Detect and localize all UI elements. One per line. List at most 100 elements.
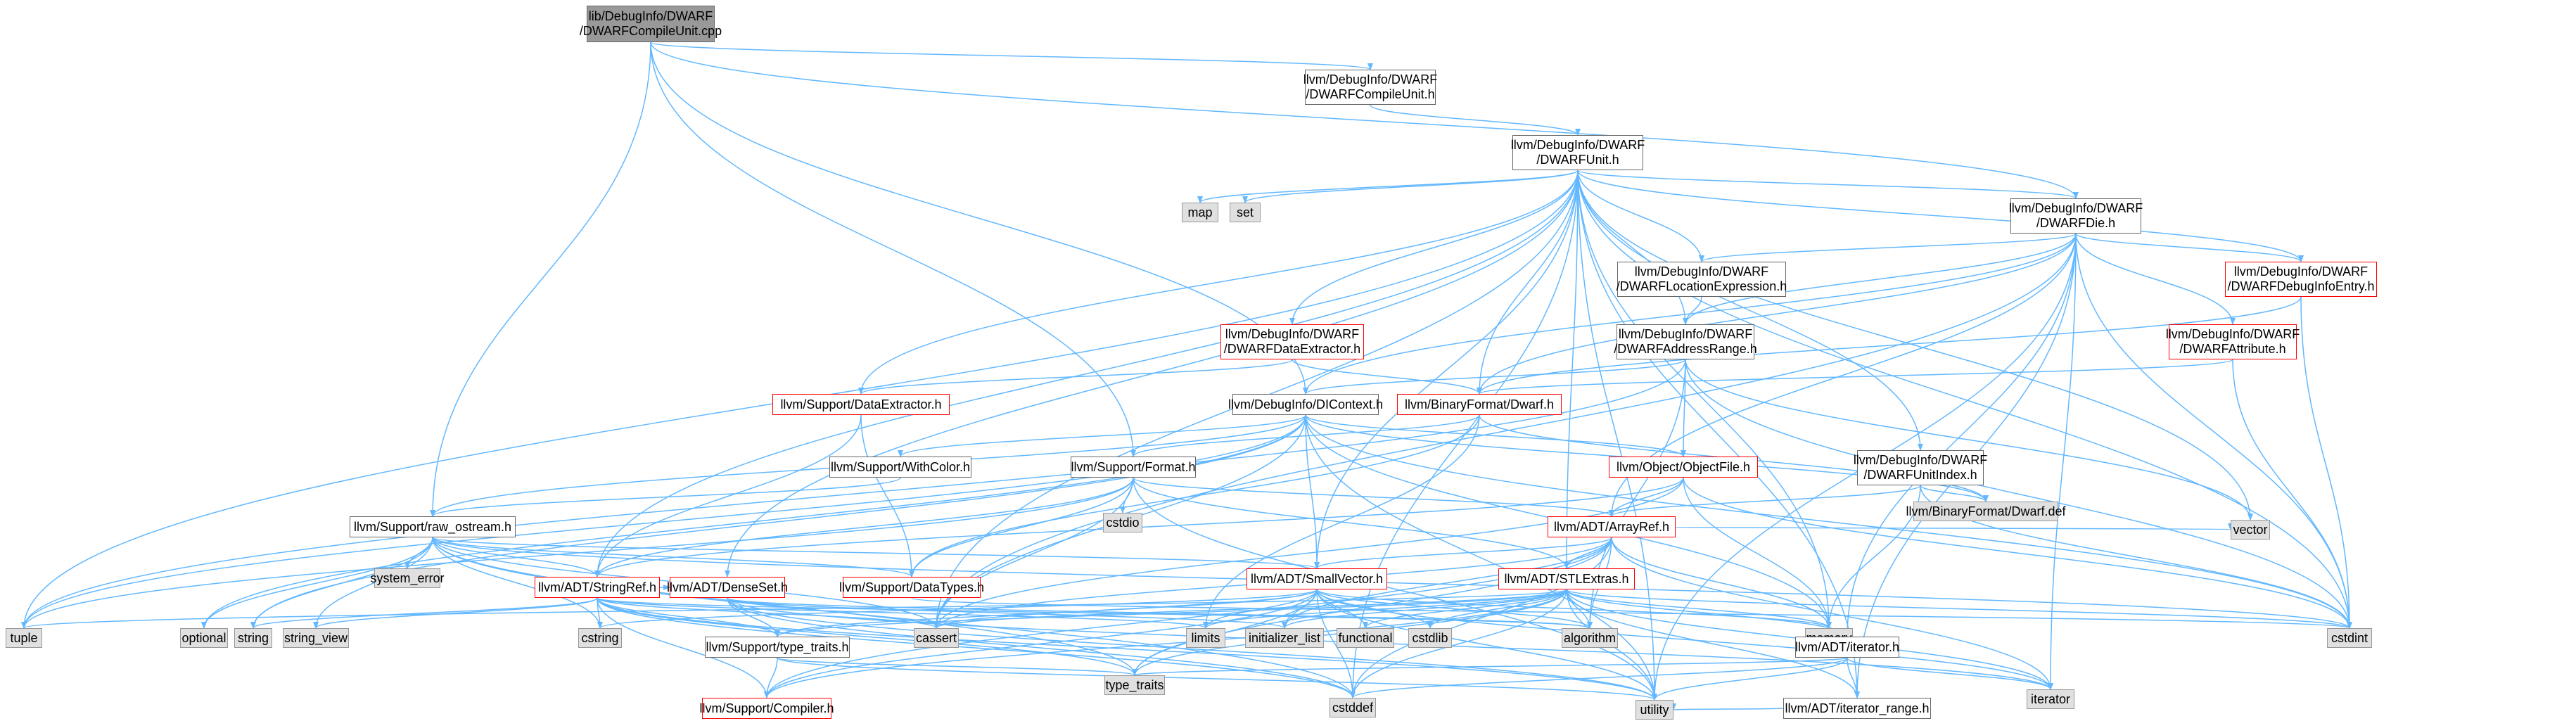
edge-string-ref-h-to-compiler-h <box>597 597 770 698</box>
node-optional[interactable]: optional <box>180 628 228 648</box>
node-data-extractor-h[interactable]: llvm/Support/DataExtractor.h <box>772 394 950 415</box>
edge-dwarf-unit-h-to-string-ref-h <box>594 170 1579 578</box>
node-dwarf-address-range-h[interactable]: llvm/DebugInfo/DWARF /DWARFAddressRange.… <box>1614 324 1757 359</box>
node-dwarf-debug-info-entry-h[interactable]: llvm/DebugInfo/DWARF /DWARFDebugInfoEntr… <box>2225 262 2377 297</box>
edge-raw-ostream-h-to-optional <box>201 537 433 629</box>
node-string-ref-h[interactable]: llvm/ADT/StringRef.h <box>535 577 660 598</box>
edge-root-file-to-dwarf-die-h <box>650 42 2079 199</box>
edge-root-file-to-raw-ostream-h <box>430 42 651 517</box>
edge-dwarf-location-expression-h-to-dwarf-address-range-h <box>1683 296 1702 325</box>
node-object-file-h[interactable]: llvm/Object/ObjectFile.h <box>1609 457 1758 478</box>
node-dwarf-unit-h[interactable]: llvm/DebugInfo/DWARF /DWARFUnit.h <box>1511 135 1645 170</box>
node-cstdio[interactable]: cstdio <box>1103 513 1142 532</box>
edge-dwarf-die-h-to-dwarf-address-range-h <box>1683 233 2077 325</box>
edge-string-ref-h-to-utility <box>597 597 1657 701</box>
edge-dwarf-die-h-to-binaryformat-dwarf-h <box>1477 233 2077 395</box>
edge-raw-ostream-h-to-cstring <box>432 537 603 629</box>
edge-stl-extras-h-to-functional <box>1363 589 1567 629</box>
node-map[interactable]: map <box>1182 203 1218 222</box>
edge-dwarf-unit-h-to-dwarf-unit-index-h <box>1577 170 1923 451</box>
node-data-types-h[interactable]: llvm/Support/DataTypes.h <box>839 577 984 598</box>
edge-stl-extras-h-to-cstddef <box>1350 589 1567 698</box>
edge-format-h-to-cassert <box>933 477 1134 629</box>
edge-object-file-h-to-cassert <box>933 477 1684 629</box>
edge-raw-ostream-h-to-small-vector-h <box>432 537 1320 569</box>
edge-string-ref-h-to-cstddef <box>597 597 1356 698</box>
node-initializer-list[interactable]: initializer_list <box>1245 628 1324 648</box>
edge-object-file-h-to-memory <box>1683 477 1832 629</box>
node-iterator-h[interactable]: llvm/ADT/iterator.h <box>1795 637 1899 658</box>
node-small-vector-h[interactable]: llvm/ADT/SmallVector.h <box>1246 568 1387 589</box>
edge-dicontext-h-to-cstdint <box>1305 414 2352 629</box>
edge-stl-extras-h-to-tuple <box>21 589 1567 629</box>
edge-dwarf-die-h-to-cstdint <box>2075 233 2352 629</box>
node-cstring[interactable]: cstring <box>578 628 622 648</box>
node-binaryformat-dwarf-h[interactable]: llvm/BinaryFormat/Dwarf.h <box>1397 394 1562 415</box>
node-compiler-h[interactable]: llvm/Support/Compiler.h <box>699 698 834 719</box>
edge-object-file-h-to-cstdint <box>1683 477 2352 629</box>
node-system-error[interactable]: system_error <box>370 568 445 588</box>
edge-dwarf-unit-h-to-data-extractor-h <box>858 170 1579 395</box>
edge-small-vector-h-to-cassert <box>933 589 1318 629</box>
edge-string-ref-h-to-cstring <box>597 597 603 629</box>
edge-format-h-to-utility <box>1133 477 1657 701</box>
edge-raw-ostream-h-to-type-traits <box>432 537 1137 676</box>
edge-binaryformat-dwarf-h-to-data-types-h <box>909 414 1480 578</box>
edge-format-h-to-string-ref-h <box>594 477 1134 578</box>
edge-small-vector-h-to-utility <box>1316 589 1657 701</box>
edge-dwarf-unit-index-h-to-binaryformat-dwarf-def <box>1920 485 1989 502</box>
node-array-ref-h[interactable]: llvm/ADT/ArrayRef.h <box>1548 516 1676 537</box>
node-cstdint[interactable]: cstdint <box>2327 628 2372 648</box>
edge-array-ref-h-to-memory <box>1611 537 1832 629</box>
node-iterator-range-h[interactable]: llvm/ADT/iterator_range.h <box>1783 698 1931 719</box>
node-cstddef[interactable]: cstddef <box>1330 698 1376 717</box>
edge-stl-extras-h-to-initializer-list <box>1282 589 1567 629</box>
edge-dwarf-unit-h-to-set <box>1242 170 1579 203</box>
node-type-traits[interactable]: type_traits <box>1104 675 1165 695</box>
edge-dwarf-unit-index-h-to-array-ref-h <box>1609 485 1921 517</box>
edge-dwarf-compile-unit-h-to-dwarf-unit-h <box>1370 104 1581 136</box>
node-type-traits-h[interactable]: llvm/Support/type_traits.h <box>705 637 850 658</box>
node-dwarf-compile-unit-h[interactable]: llvm/DebugInfo/DWARF /DWARFCompileUnit.h <box>1303 70 1437 105</box>
node-dicontext-h[interactable]: llvm/DebugInfo/DIContext.h <box>1228 394 1383 415</box>
node-string-view[interactable]: string_view <box>283 628 349 648</box>
edge-small-vector-h-to-type-traits <box>1132 589 1318 676</box>
edge-stl-extras-h-to-cassert <box>933 589 1567 629</box>
node-dwarf-unit-index-h[interactable]: llvm/DebugInfo/DWARF /DWARFUnitIndex.h <box>1854 450 1987 485</box>
node-dwarf-data-extractor-h[interactable]: llvm/DebugInfo/DWARF /DWARFDataExtractor… <box>1220 324 1364 359</box>
node-set[interactable]: set <box>1230 203 1261 222</box>
node-algorithm[interactable]: algorithm <box>1562 628 1618 648</box>
edge-dicontext-h-to-object-file-h <box>1305 414 1686 457</box>
edge-dwarf-unit-h-to-memory <box>1577 170 1832 629</box>
node-stl-extras-h[interactable]: llvm/ADT/STLExtras.h <box>1498 568 1635 589</box>
node-dwarf-die-h[interactable]: llvm/DebugInfo/DWARF /DWARFDie.h <box>2009 198 2143 234</box>
node-tuple[interactable]: tuple <box>6 628 42 648</box>
node-cassert[interactable]: cassert <box>914 628 959 648</box>
edge-iterator-h-to-utility <box>1652 657 1848 701</box>
node-with-color-h[interactable]: llvm/Support/WithColor.h <box>829 457 971 478</box>
node-limits[interactable]: limits <box>1186 628 1225 648</box>
node-dwarf-location-expression-h[interactable]: llvm/DebugInfo/DWARF /DWARFLocationExpre… <box>1617 262 1787 297</box>
edge-dwarf-unit-h-to-small-vector-h <box>1314 170 1579 569</box>
edge-string-ref-h-to-string <box>250 597 598 629</box>
node-cstdlib[interactable]: cstdlib <box>1408 628 1452 648</box>
node-string[interactable]: string <box>234 628 272 648</box>
node-binaryformat-dwarf-def[interactable]: llvm/BinaryFormat/Dwarf.def <box>1906 502 2066 521</box>
node-functional[interactable]: functional <box>1337 628 1394 648</box>
node-dwarf-attribute-h[interactable]: llvm/DebugInfo/DWARF /DWARFAttribute.h <box>2166 324 2300 359</box>
node-raw-ostream-h[interactable]: llvm/Support/raw_ostream.h <box>350 516 516 537</box>
edge-raw-ostream-h-to-string <box>250 537 433 629</box>
edge-root-file-to-dwarf-compile-unit-h <box>650 42 1373 70</box>
node-root-file[interactable]: lib/DebugInfo/DWARF /DWARFCompileUnit.cp… <box>580 6 722 42</box>
edge-with-color-h-to-raw-ostream-h <box>430 477 901 517</box>
edge-stl-extras-h-to-limits <box>1203 589 1567 629</box>
edge-iterator-h-to-iterator-range-h <box>1847 657 1860 698</box>
edge-iterator-h-to-type-traits <box>1132 657 1848 676</box>
node-iterator[interactable]: iterator <box>2027 689 2074 709</box>
node-dense-set-h[interactable]: llvm/ADT/DenseSet.h <box>667 577 788 598</box>
edge-dicontext-h-to-utility <box>1305 414 1657 701</box>
node-vector[interactable]: vector <box>2231 520 2270 540</box>
edge-dense-set-h-to-algorithm <box>727 597 1593 629</box>
node-utility[interactable]: utility <box>1635 700 1673 720</box>
node-format-h[interactable]: llvm/Support/Format.h <box>1071 457 1196 478</box>
